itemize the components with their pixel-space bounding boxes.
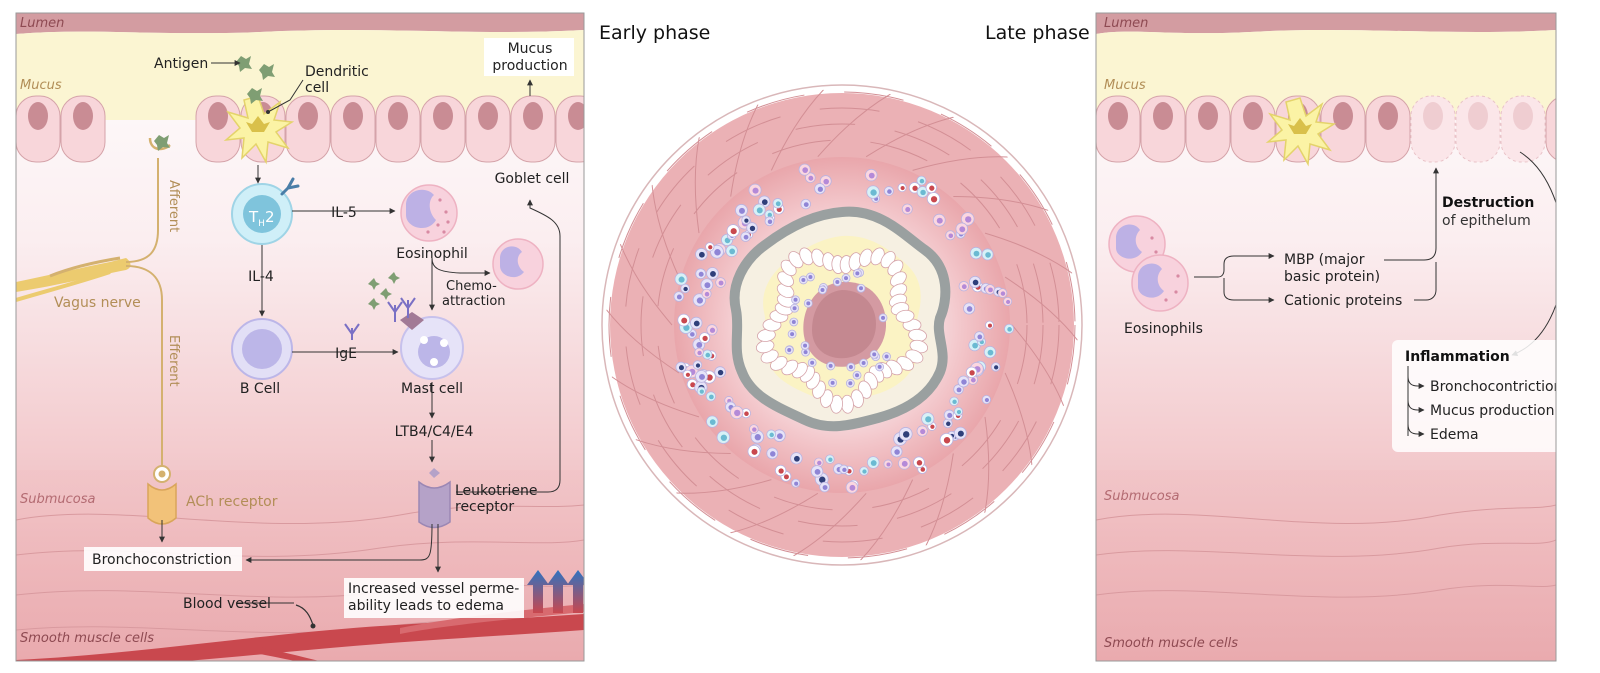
b-cell xyxy=(231,318,293,380)
epithelial-nucleus xyxy=(478,102,498,130)
epithelial-nucleus xyxy=(73,102,93,130)
edema-arrows xyxy=(527,570,584,613)
smooth-muscle-label: Smooth muscle cells xyxy=(1104,636,1238,651)
eosinophils-label: Eosinophils xyxy=(1124,321,1203,337)
mbp-label-1: MBP (major xyxy=(1284,252,1365,268)
epithelial-nucleus xyxy=(298,102,318,130)
epithelial-nucleus xyxy=(1108,102,1128,130)
late-phase-title: Late phase xyxy=(985,22,1090,44)
mucus-label: Mucus xyxy=(20,78,62,93)
efferent-fiber xyxy=(125,265,163,466)
destruction-label-2: of epithelum xyxy=(1442,213,1531,229)
epithelium-row xyxy=(16,95,584,163)
eosinophils-group xyxy=(1108,215,1189,312)
early-panel-border xyxy=(15,12,585,662)
eosinophil-cell xyxy=(400,184,458,242)
goblet-cell-label: Goblet cell xyxy=(495,171,570,187)
epithelial-nucleus xyxy=(1243,102,1263,130)
mast-cell xyxy=(387,297,464,380)
ige-label: IgE xyxy=(335,346,357,362)
effect-bronchoconstriction: Bronchocontriction xyxy=(1430,379,1562,395)
leukotriene-receptor-icon xyxy=(418,468,451,529)
leukotriene-label-2: receptor xyxy=(455,499,514,515)
smooth-muscle-label: Smooth muscle cells xyxy=(20,631,154,646)
dendritic-cell xyxy=(223,95,295,165)
ach-receptor-label: ACh receptor xyxy=(186,494,278,510)
th2-label: TH2 xyxy=(248,208,275,229)
bronchoconstriction-label: Bronchoconstriction xyxy=(92,552,232,568)
antigen-label: Antigen xyxy=(154,56,208,72)
dendritic-cell xyxy=(1265,97,1337,167)
chemoattraction-label-2: attraction xyxy=(442,294,506,309)
inflammation-box xyxy=(1392,340,1556,452)
epithelial-nucleus xyxy=(568,102,584,130)
blood-vessel-label: Blood vessel xyxy=(183,596,271,612)
mast-cell-label: Mast cell xyxy=(401,381,463,397)
vagus-nerve-label: Vagus nerve xyxy=(54,295,141,311)
antigen-icon xyxy=(259,64,275,80)
dendritic-cell-label-2: cell xyxy=(305,80,329,96)
eosinophil-label: Eosinophil xyxy=(396,246,468,262)
dendritic-cell-label-1: Dendritic xyxy=(305,64,369,80)
epithelium-row xyxy=(1096,95,1578,163)
antigen-icon xyxy=(154,135,170,151)
ige-antibody-icon xyxy=(344,323,360,340)
lumen-label: Lumen xyxy=(1104,16,1148,31)
leukotriene-label-1: Leukotriene xyxy=(455,483,537,499)
mbp-label-2: basic protein) xyxy=(1284,269,1380,285)
mucus-production-label-1: Mucus xyxy=(508,41,553,57)
epithelial-nucleus xyxy=(343,102,363,130)
afferent-label: Afferent xyxy=(166,180,181,232)
chemoattracted-eosinophil xyxy=(492,238,544,290)
ltb4-label: LTB4/C4/E4 xyxy=(395,424,474,440)
epithelial-cell xyxy=(1545,98,1556,160)
early-phase-panel: Lumen Mucus Submucosa Smooth muscle cell… xyxy=(16,13,584,661)
submucosa-label: Submucosa xyxy=(1104,489,1180,504)
epithelial-nucleus xyxy=(388,102,408,130)
ach-receptor-icon xyxy=(147,465,177,525)
il4-label: IL-4 xyxy=(248,269,274,285)
chemoattraction-label-1: Chemo- xyxy=(446,279,497,294)
il5-label: IL-5 xyxy=(331,205,357,221)
epithelial-nucleus xyxy=(1378,102,1398,130)
epithelial-nucleus xyxy=(1333,102,1353,130)
epithelial-nucleus xyxy=(1423,102,1443,130)
afferent-fiber xyxy=(125,158,159,263)
th2-cell xyxy=(231,177,300,245)
epithelial-nucleus xyxy=(1468,102,1488,130)
airway-cross-section xyxy=(601,84,1083,566)
epithelial-nucleus xyxy=(28,102,48,130)
epithelial-nucleus xyxy=(1153,102,1173,130)
epithelial-nucleus xyxy=(208,102,228,130)
cationic-label: Cationic proteins xyxy=(1284,293,1402,309)
epithelial-nucleus xyxy=(433,102,453,130)
effect-edema: Edema xyxy=(1430,427,1479,443)
destruction-label-1: Destruction xyxy=(1442,195,1534,211)
edema-label-2: ability leads to edema xyxy=(348,598,504,614)
early-phase-title: Early phase xyxy=(599,22,711,44)
mucus-production-label-2: production xyxy=(492,58,567,74)
epithelial-nucleus xyxy=(1558,102,1578,130)
late-phase-panel: Lumen Mucus Submucosa Smooth muscle cell… xyxy=(1096,13,1578,661)
submucosa-label: Submucosa xyxy=(20,492,96,507)
epithelial-nucleus xyxy=(1198,102,1218,130)
epithelial-nucleus xyxy=(523,102,543,130)
lumen-label: Lumen xyxy=(20,16,64,31)
granule-dots xyxy=(368,272,400,310)
edema-label-1: Increased vessel perme- xyxy=(348,581,519,597)
late-panel-border xyxy=(1095,12,1557,662)
effect-mucus-production: Mucus production xyxy=(1430,403,1554,419)
vagus-nerve-shape xyxy=(16,258,131,292)
lumen-band xyxy=(16,13,584,34)
inflammation-label: Inflammation xyxy=(1405,349,1510,365)
epithelial-nucleus xyxy=(1513,102,1533,130)
mucus-label: Mucus xyxy=(1104,78,1146,93)
antigen-icon xyxy=(247,88,263,104)
efferent-label: Efferent xyxy=(166,335,181,387)
b-cell-label: B Cell xyxy=(240,381,280,397)
